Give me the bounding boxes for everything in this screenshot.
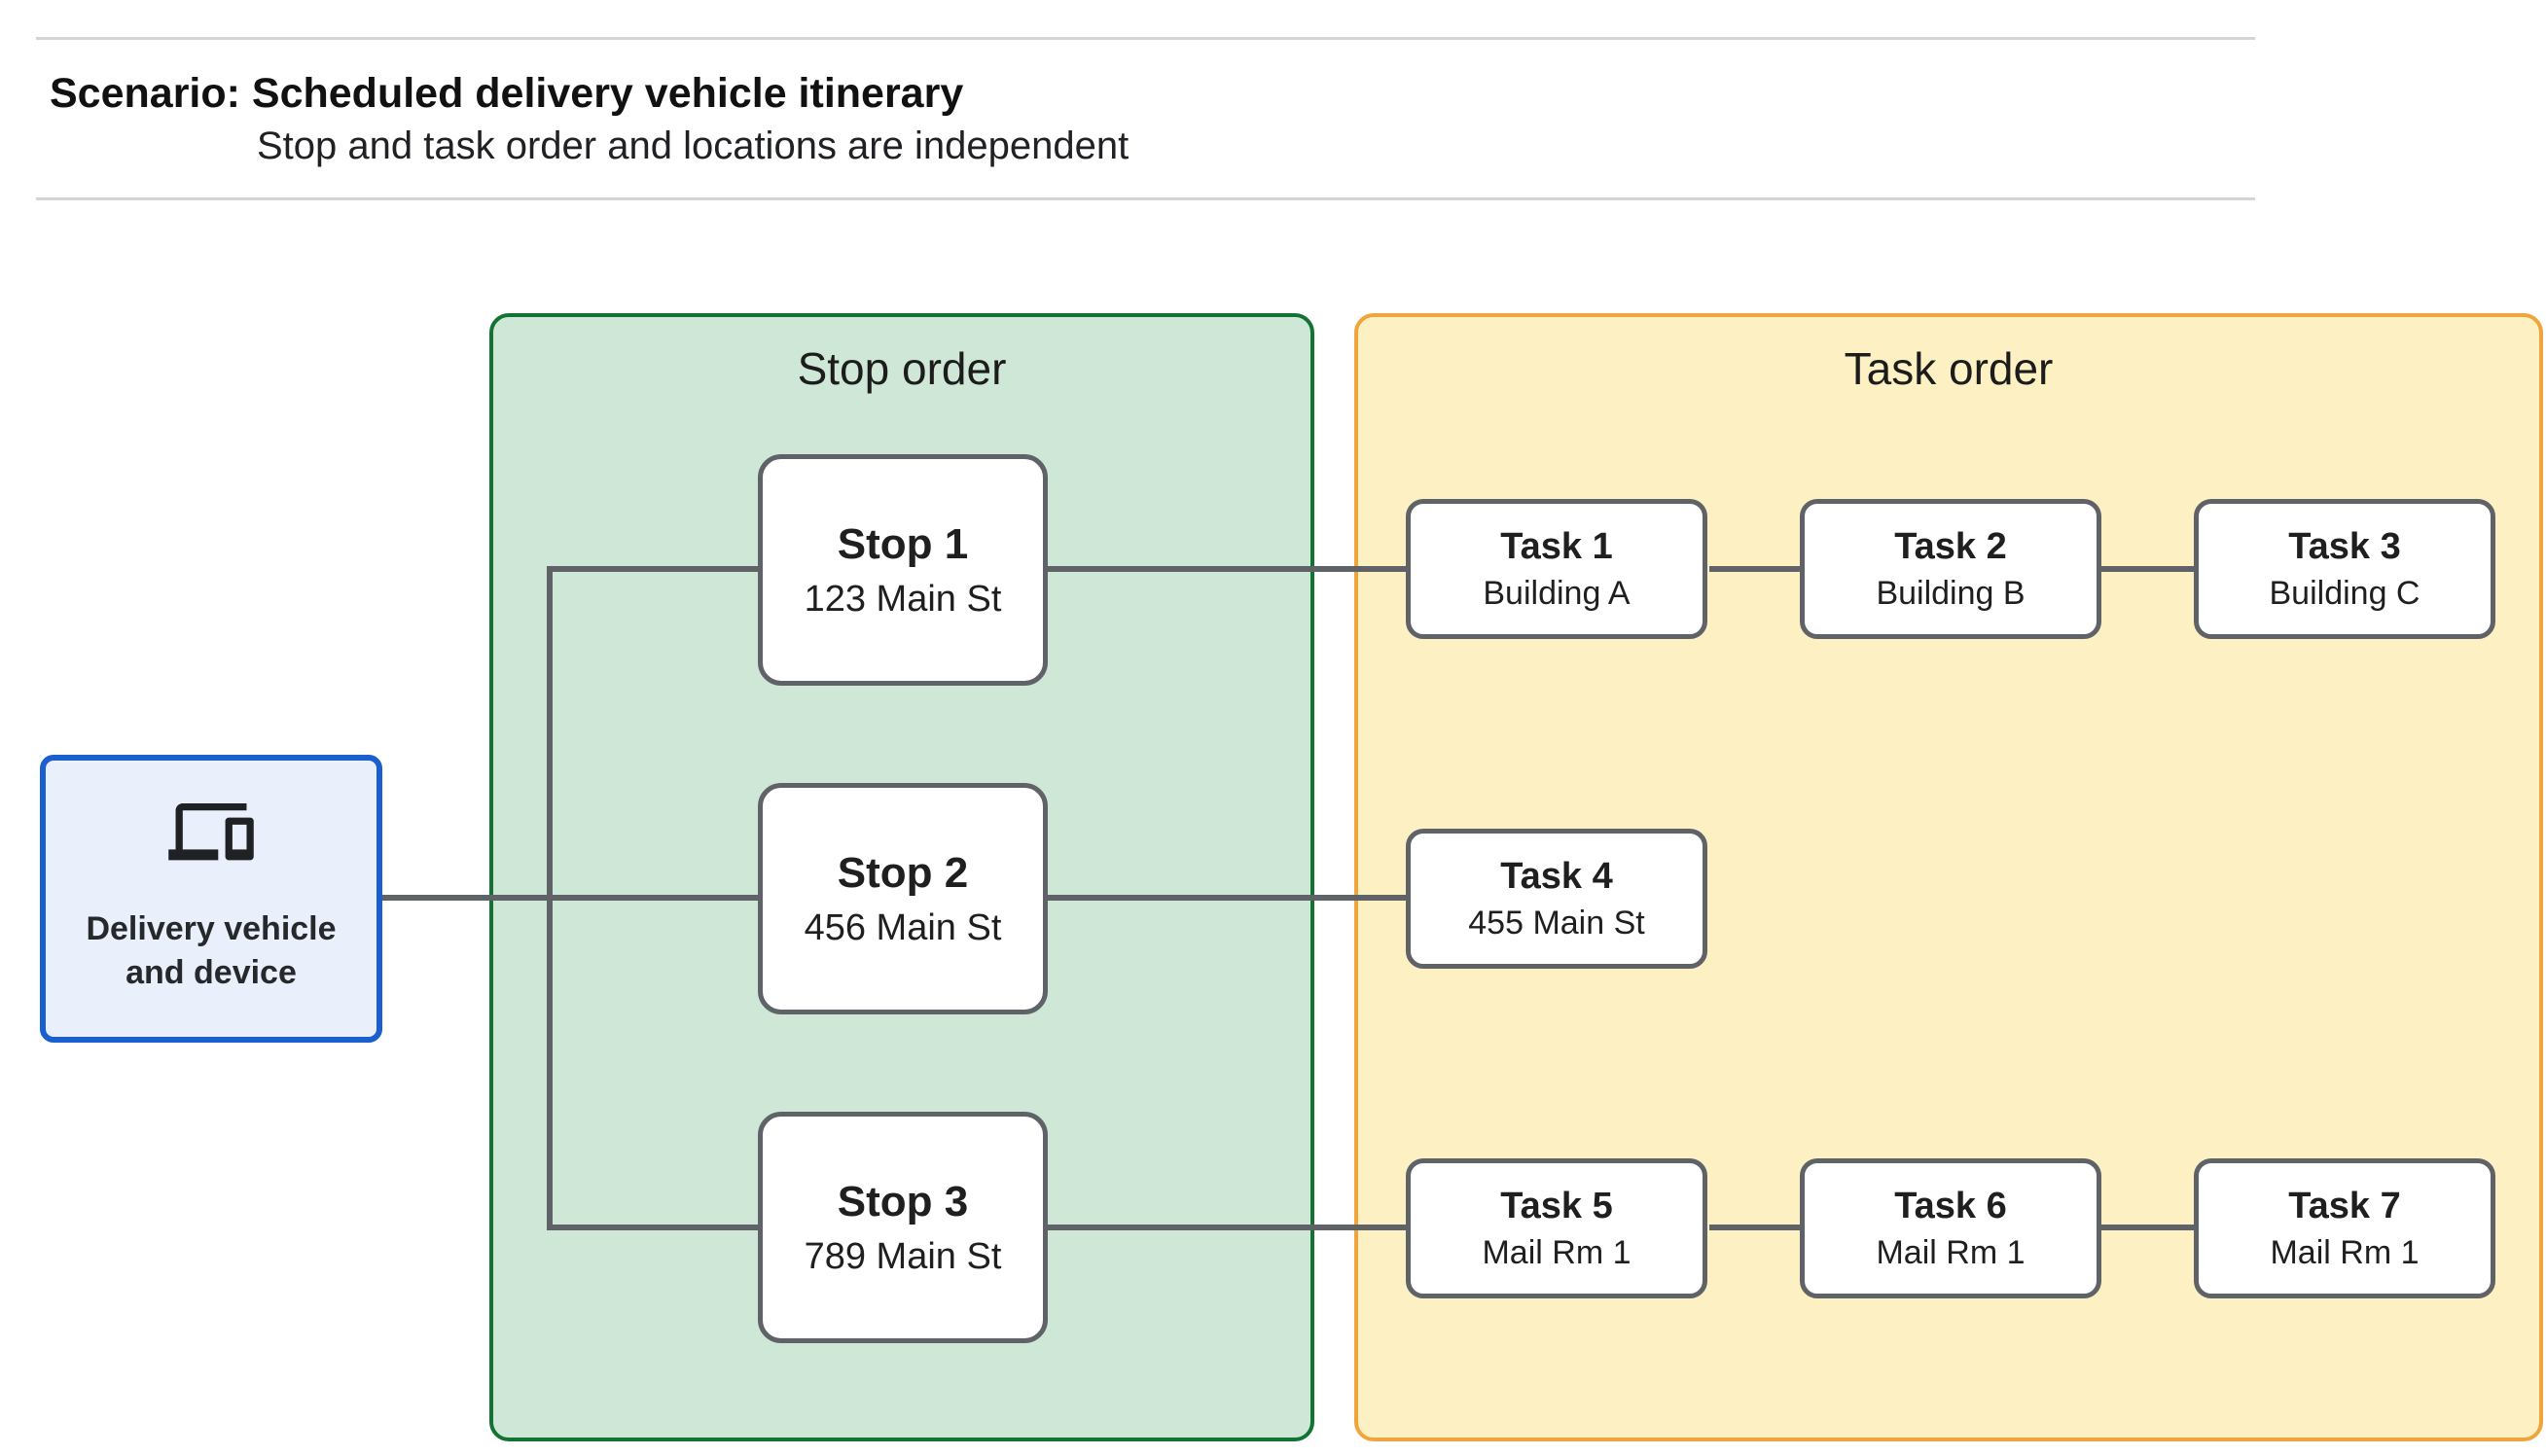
stop-1-node: Stop 1 123 Main St xyxy=(758,454,1048,686)
connector-line xyxy=(1709,1225,1800,1230)
bottom-divider xyxy=(36,197,2255,200)
task-3-node: Task 3 Building C xyxy=(2194,499,2495,639)
task-6-node: Task 6 Mail Rm 1 xyxy=(1800,1158,2101,1298)
stop-name: Stop 3 xyxy=(837,1177,969,1225)
page-title: Scenario: Scheduled delivery vehicle iti… xyxy=(50,70,964,117)
connector-line xyxy=(382,895,758,901)
delivery-vehicle-node: Delivery vehicle and device xyxy=(40,755,382,1043)
connector-line xyxy=(1709,566,1800,572)
delivery-vehicle-label: Delivery vehicle and device xyxy=(86,910,337,991)
connector-line xyxy=(1048,1225,1406,1230)
connector-line xyxy=(2101,1225,2194,1230)
task-order-panel-title: Task order xyxy=(1844,343,2054,394)
devices-icon xyxy=(168,803,254,869)
task-name: Task 3 xyxy=(2288,525,2401,567)
task-7-node: Task 7 Mail Rm 1 xyxy=(2194,1158,2495,1298)
connector-line xyxy=(1048,895,1406,901)
page-subtitle: Stop and task order and locations are in… xyxy=(257,124,1130,167)
task-name: Task 7 xyxy=(2288,1185,2401,1226)
task-location: Mail Rm 1 xyxy=(1876,1233,2026,1271)
task-location: Building B xyxy=(1876,574,2026,612)
top-divider xyxy=(36,37,2255,40)
task-name: Task 5 xyxy=(1500,1185,1613,1226)
stop-name: Stop 1 xyxy=(837,519,969,568)
task-2-node: Task 2 Building B xyxy=(1800,499,2101,639)
stop-location: 123 Main St xyxy=(804,578,1002,620)
task-1-node: Task 1 Building A xyxy=(1406,499,1707,639)
task-name: Task 4 xyxy=(1500,855,1613,897)
task-name: Task 6 xyxy=(1894,1185,2007,1226)
connector-line xyxy=(2101,566,2194,572)
stop-2-node: Stop 2 456 Main St xyxy=(758,783,1048,1014)
task-4-node: Task 4 455 Main St xyxy=(1406,829,1707,969)
stop-3-node: Stop 3 789 Main St xyxy=(758,1112,1048,1343)
stop-location: 456 Main St xyxy=(804,906,1002,948)
task-location: 455 Main St xyxy=(1468,904,1645,941)
connector-line xyxy=(547,1225,758,1230)
connector-line xyxy=(547,566,758,572)
task-location: Mail Rm 1 xyxy=(2270,1233,2420,1271)
stop-order-panel-title: Stop order xyxy=(797,343,1007,394)
task-5-node: Task 5 Mail Rm 1 xyxy=(1406,1158,1707,1298)
task-name: Task 1 xyxy=(1500,525,1613,567)
task-location: Building A xyxy=(1483,574,1631,612)
task-name: Task 2 xyxy=(1894,525,2007,567)
connector-line xyxy=(547,566,553,1230)
stop-name: Stop 2 xyxy=(837,848,969,897)
connector-line xyxy=(1048,566,1406,572)
stop-location: 789 Main St xyxy=(804,1235,1002,1277)
task-location: Mail Rm 1 xyxy=(1482,1233,1632,1271)
task-location: Building C xyxy=(2269,574,2420,612)
